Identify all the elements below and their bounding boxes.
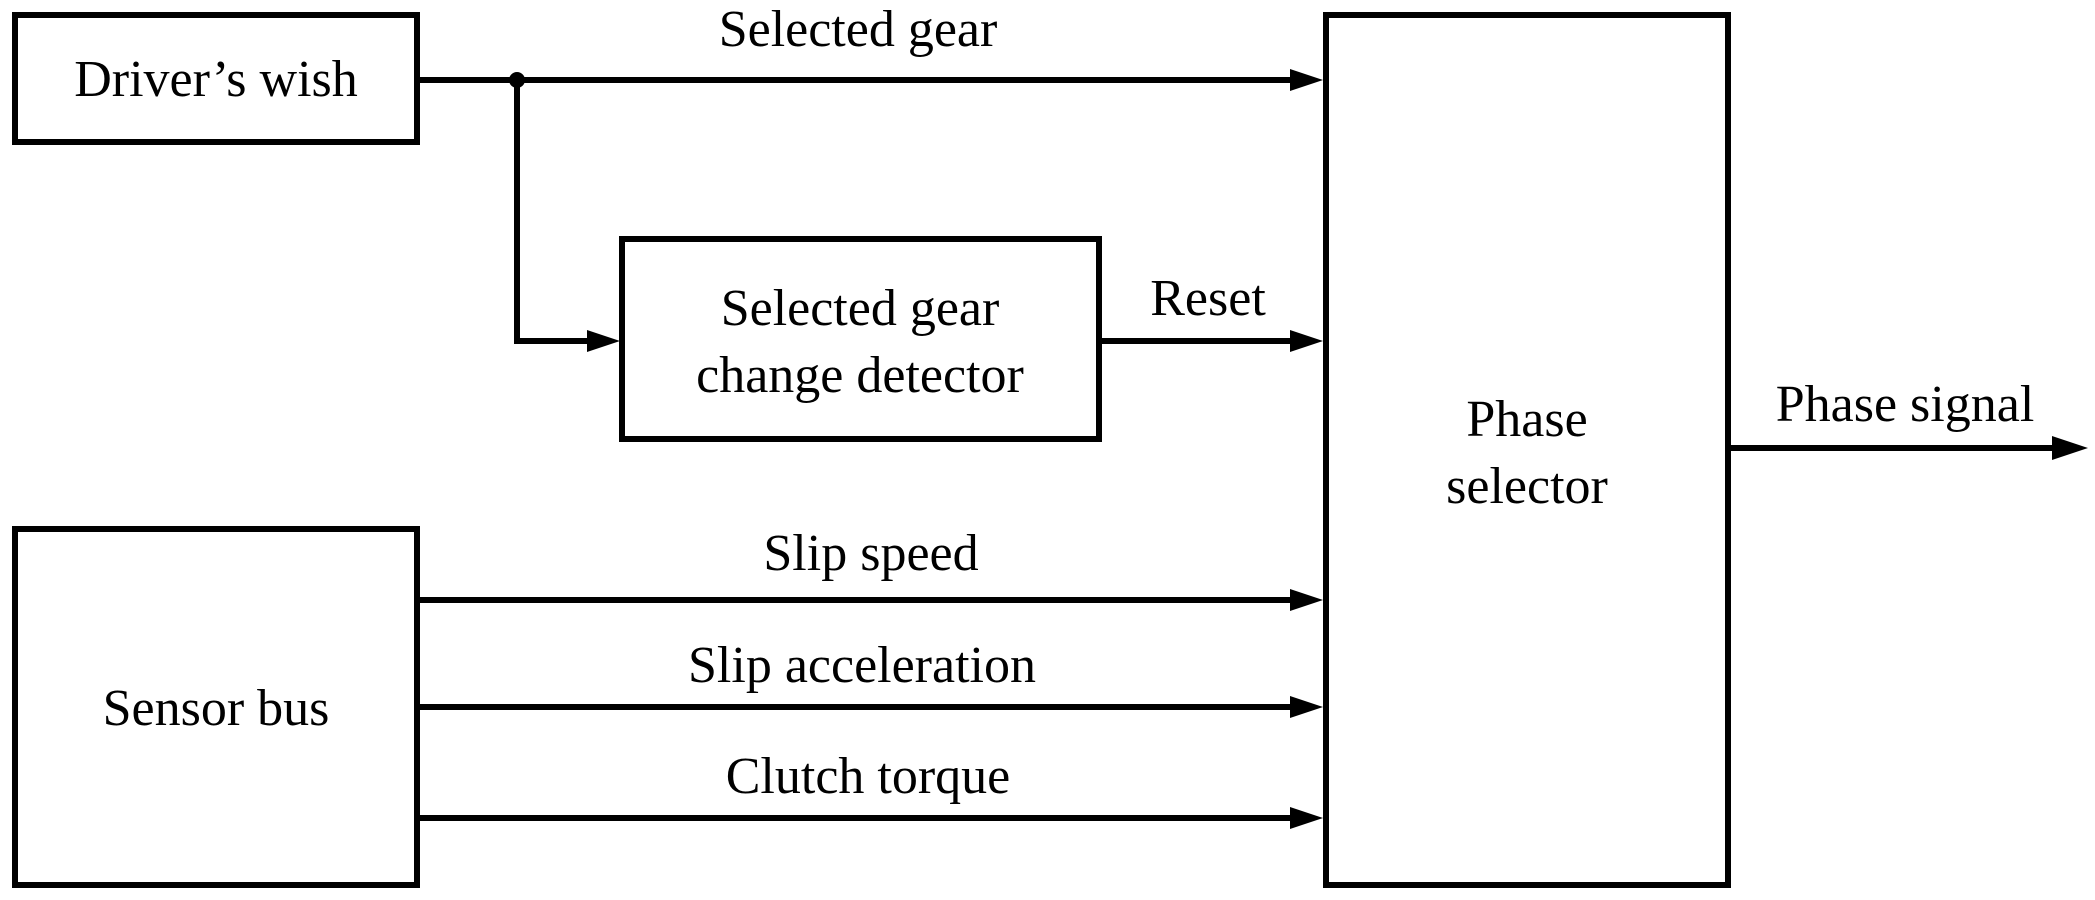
branch-connector: [514, 80, 620, 352]
phase-selector-label-line1: Phase: [1466, 391, 1587, 448]
clutch-torque-signal-label: Clutch torque: [726, 748, 1011, 805]
selected-gear-connector: Selected gear: [417, 1, 1323, 91]
gear-change-detector-label-line2: change detector: [696, 347, 1024, 404]
clutch-torque-connector: Clutch torque: [417, 748, 1323, 829]
reset-connector: Reset: [1099, 270, 1323, 352]
gear-change-detector-label-line1: Selected gear: [721, 280, 1000, 337]
slip-acceleration-signal-label: Slip acceleration: [688, 637, 1036, 694]
slip-speed-signal-label: Slip speed: [763, 525, 978, 582]
gear-change-detector-block: Selected gear change detector: [619, 236, 1102, 442]
selected-gear-arrowhead: [1290, 69, 1323, 91]
drivers-wish-block: Driver’s wish: [12, 12, 420, 145]
phase-signal-label: Phase signal: [1776, 376, 2035, 433]
phase-signal-connector: Phase signal: [1728, 376, 2088, 460]
phase-selector-block: Phase selector: [1323, 12, 1731, 888]
clutch-torque-arrowhead: [1290, 807, 1323, 829]
reset-arrowhead: [1290, 330, 1323, 352]
selected-gear-signal-label: Selected gear: [719, 1, 998, 58]
reset-signal-label: Reset: [1150, 270, 1266, 327]
sensor-bus-block: Sensor bus: [12, 526, 420, 888]
slip-acceleration-arrowhead: [1290, 696, 1323, 718]
phase-signal-arrowhead: [2052, 436, 2088, 460]
drivers-wish-label: Driver’s wish: [74, 51, 358, 108]
slip-speed-connector: Slip speed: [417, 525, 1323, 611]
sensor-bus-label: Sensor bus: [103, 680, 330, 737]
phase-selector-label-line2: selector: [1446, 458, 1608, 515]
slip-speed-arrowhead: [1290, 589, 1323, 611]
branch-line: [514, 80, 590, 344]
branch-arrowhead: [587, 330, 620, 352]
slip-acceleration-connector: Slip acceleration: [417, 637, 1323, 718]
